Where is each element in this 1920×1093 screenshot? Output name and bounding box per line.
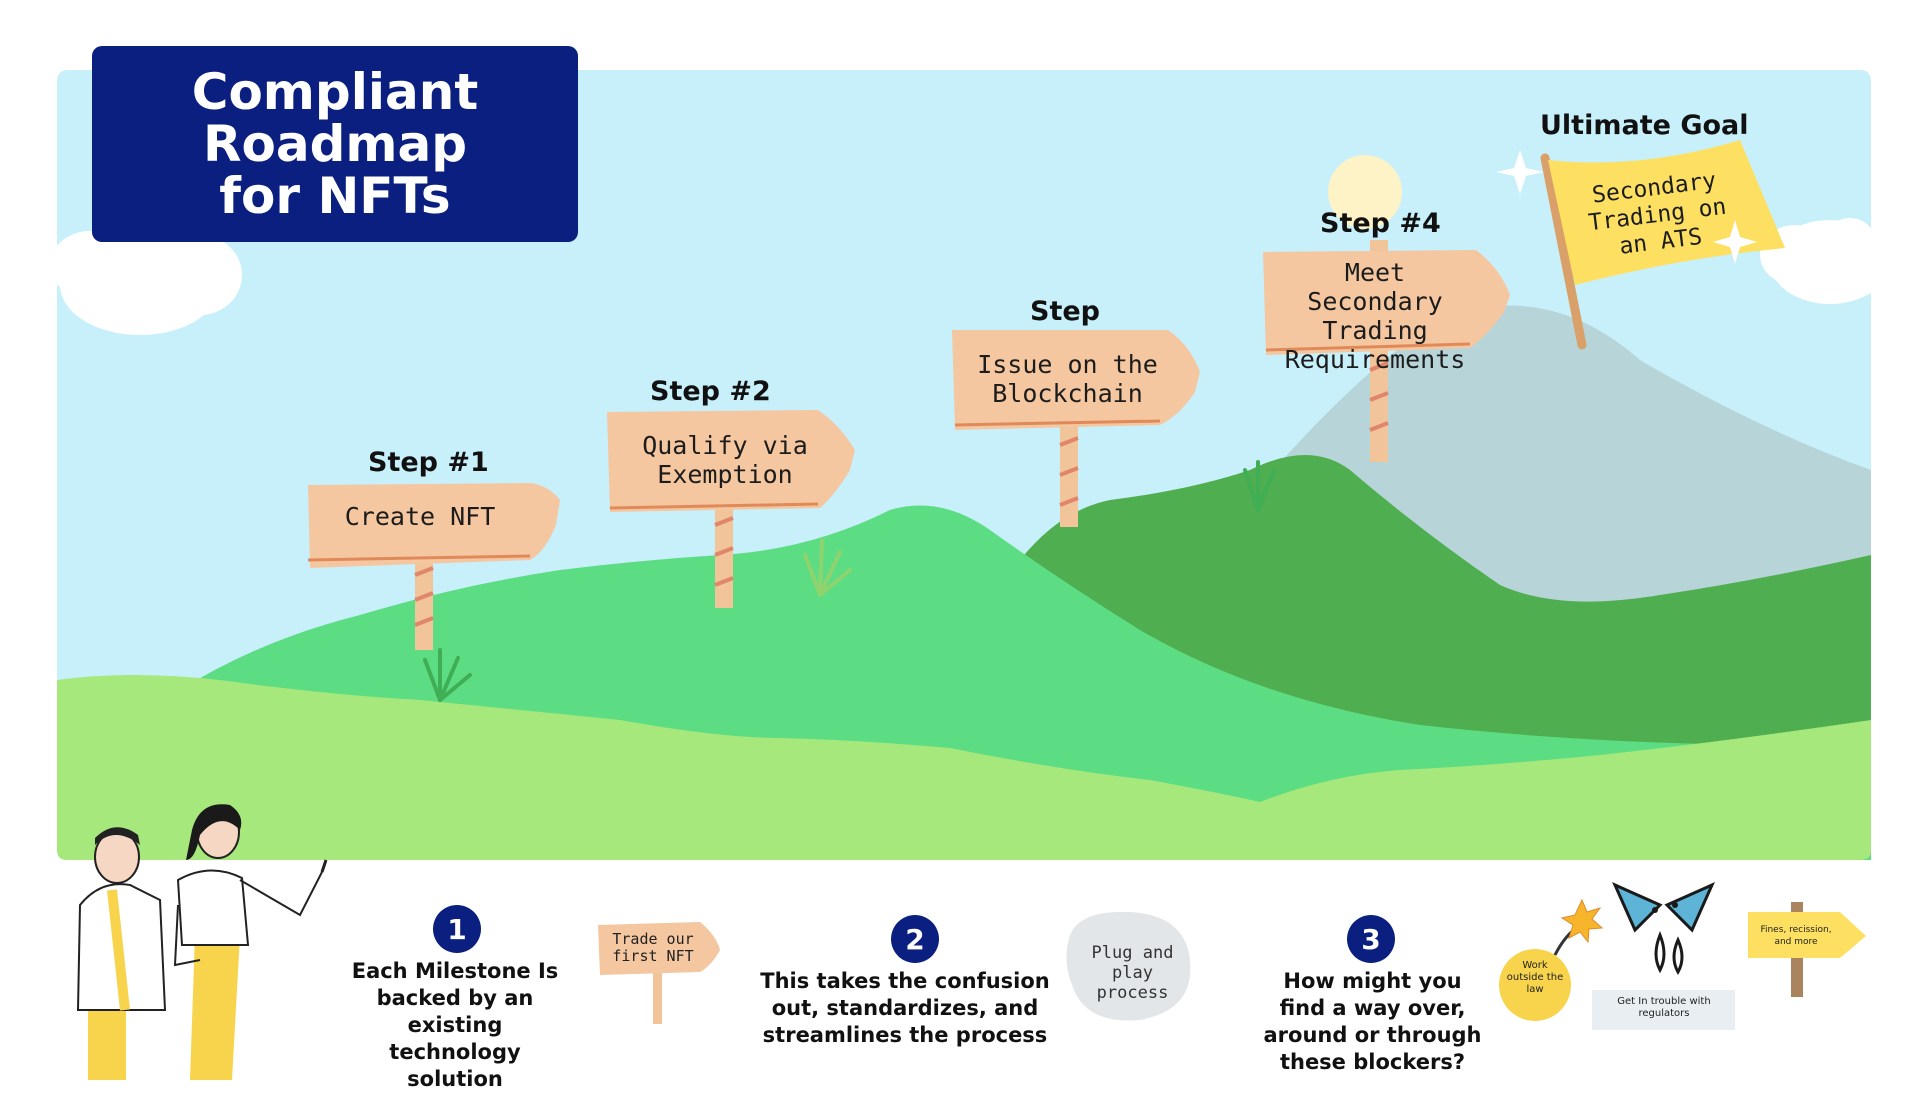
sign-board-4 <box>1263 250 1510 355</box>
sun <box>1328 155 1402 229</box>
point-3-text: How might you find a way over, around or… <box>1263 969 1482 1074</box>
fines-text: Fines, recission, and more <box>1760 925 1832 947</box>
post-4 <box>1370 345 1388 462</box>
step-4-sign-text: Meet Secondary Trading Requirements <box>1284 258 1466 374</box>
plug-play-text: Plug and play process <box>1091 943 1174 1003</box>
point-2-badge: 2 <box>891 915 939 963</box>
grass-tuft-1 <box>423 648 472 702</box>
step-4-label: Step #4 <box>1320 208 1441 239</box>
post-1 <box>415 555 433 650</box>
goal-label: Ultimate Goal <box>1540 110 1749 141</box>
page-title: Compliant Roadmap for NFTs <box>191 63 479 225</box>
step-2-sign-text: Qualify via Exemption <box>642 431 808 489</box>
regulators-card <box>1592 990 1735 1030</box>
regulators-text: Get In trouble with regulators <box>1617 996 1711 1019</box>
grass-tuft-3 <box>1243 460 1276 512</box>
plug-play-blob <box>1066 911 1191 1021</box>
point-3-badge: 3 <box>1347 915 1395 963</box>
step-3-sign-text: Issue on the Blockchain <box>977 350 1158 408</box>
step-1-label: Step #1 <box>368 447 489 478</box>
step-2-label: Step #2 <box>650 376 771 407</box>
people-illustration <box>76 804 328 1080</box>
sign-board-1 <box>308 483 560 568</box>
step-3-label: Step <box>1030 296 1100 327</box>
step-1-sign-text: Create NFT <box>344 502 496 531</box>
sparkle-icon <box>1713 220 1757 264</box>
handcuffs-icon <box>1612 882 1715 976</box>
post-stripes <box>414 361 1389 627</box>
cloud-right <box>1760 218 1890 304</box>
sign-board-3 <box>952 330 1200 430</box>
mini-sign <box>598 922 720 975</box>
point-1-text: Each Milestone Is backed by an existing … <box>351 959 559 1091</box>
mini-sign-text: Trade our first NFT <box>612 930 694 965</box>
sign-board-2 <box>607 410 855 512</box>
bomb-text: Work outside the law <box>1506 960 1564 995</box>
fines-sign <box>1748 912 1866 958</box>
light-green-foreground <box>57 675 1871 860</box>
point-2-text: This takes the confusion out, standardiz… <box>760 969 1050 1047</box>
flag-pole <box>1540 153 1587 350</box>
title-banner: Compliant Roadmap for NFTs <box>92 46 578 242</box>
bomb-icon <box>1499 949 1571 1021</box>
grass-tuft-2 <box>803 538 852 597</box>
spark-icon <box>1560 898 1604 944</box>
flag <box>1548 140 1785 285</box>
sparkle-icon <box>1496 150 1544 194</box>
point-1-badge: 1 <box>433 905 481 953</box>
